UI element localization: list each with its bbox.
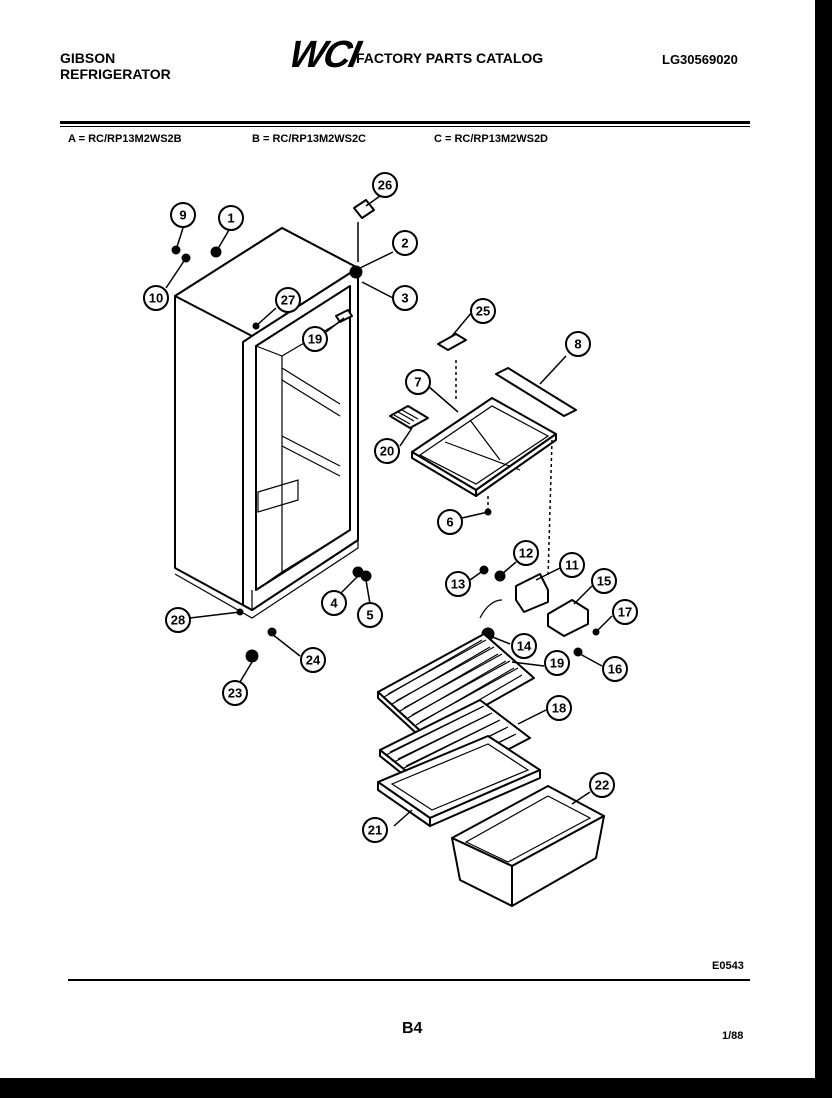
callout-24: 24 [300, 647, 326, 673]
callout-1: 1 [218, 205, 244, 231]
callout-7: 7 [405, 369, 431, 395]
svg-text:10: 10 [149, 291, 163, 306]
svg-text:2: 2 [401, 236, 408, 251]
wire-shelf-upper [377, 633, 535, 745]
catalog-title: FACTORY PARTS CATALOG [356, 50, 544, 66]
exploded-parts-diagram: 1 2 3 4 5 6 7 8 9 10 11 12 13 14 15 16 1… [143, 172, 638, 907]
svg-text:17: 17 [618, 605, 632, 620]
svg-text:13: 13 [451, 577, 465, 592]
callout-15: 15 [591, 568, 617, 594]
callout-12: 12 [513, 540, 539, 566]
svg-text:7: 7 [414, 375, 421, 390]
callout-16: 16 [602, 656, 628, 682]
refrigerator-cabinet [174, 227, 359, 619]
svg-text:16: 16 [608, 662, 622, 677]
svg-text:5: 5 [366, 608, 373, 623]
leader-lines [165, 195, 613, 827]
svg-text:23: 23 [228, 686, 242, 701]
callout-23: 23 [222, 680, 248, 706]
callout-9: 9 [170, 202, 196, 228]
callout-25: 25 [470, 298, 496, 324]
evaporator-tray [335, 199, 577, 497]
svg-text:8: 8 [574, 337, 581, 352]
svg-text:11: 11 [565, 558, 579, 573]
callout-14: 14 [511, 633, 537, 659]
svg-text:3: 3 [401, 291, 408, 306]
svg-text:4: 4 [330, 596, 338, 611]
catalog-date: 1/88 [722, 1030, 744, 1042]
callout-2: 2 [392, 230, 418, 256]
model-c: C = RC/RP13M2WS2D [434, 133, 549, 145]
callout-3: 3 [392, 285, 418, 311]
svg-text:9: 9 [179, 208, 186, 223]
svg-text:28: 28 [171, 613, 185, 628]
callout-27: 27 [275, 287, 301, 313]
svg-text:19: 19 [308, 332, 322, 347]
callout-11: 11 [559, 552, 585, 578]
callout-18: 18 [546, 695, 572, 721]
callout-4: 4 [321, 590, 347, 616]
svg-text:24: 24 [306, 653, 321, 668]
svg-text:20: 20 [380, 444, 394, 459]
callout-19-cabinet: 19 [302, 326, 328, 352]
svg-text:12: 12 [519, 546, 533, 561]
svg-text:18: 18 [552, 701, 566, 716]
drawing-code: E0543 [712, 960, 744, 972]
callout-26: 26 [372, 172, 398, 198]
callout-22: 22 [589, 772, 615, 798]
svg-text:27: 27 [281, 293, 295, 308]
callout-21: 21 [362, 817, 388, 843]
product-label: REFRIGERATOR [60, 66, 171, 82]
parts-catalog-page: GIBSON REFRIGERATOR WCI FACTORY PARTS CA… [0, 0, 815, 1078]
header-rule-top [60, 121, 750, 124]
model-b: B = RC/RP13M2WS2C [252, 133, 367, 145]
callout-5: 5 [357, 602, 383, 628]
callout-8: 8 [565, 331, 591, 357]
svg-text:6: 6 [446, 515, 453, 530]
svg-text:21: 21 [368, 823, 382, 838]
crisper-drawer [451, 785, 605, 907]
catalog-code: LG30569020 [662, 52, 738, 67]
control-parts [171, 245, 600, 663]
callout-20: 20 [374, 438, 400, 464]
callout-28: 28 [165, 607, 191, 633]
svg-text:26: 26 [378, 178, 392, 193]
svg-text:19: 19 [550, 656, 564, 671]
page-number: B4 [402, 1020, 423, 1037]
callout-13: 13 [445, 571, 471, 597]
svg-text:15: 15 [597, 574, 611, 589]
footer-rule [68, 979, 750, 981]
svg-text:25: 25 [476, 304, 490, 319]
svg-text:1: 1 [227, 211, 234, 226]
crisper-cover [377, 735, 541, 827]
model-a: A = RC/RP13M2WS2B [68, 133, 182, 145]
callout-10: 10 [143, 285, 169, 311]
header-rule-bottom [60, 126, 750, 127]
svg-text:22: 22 [595, 778, 609, 793]
callout-19-shelf: 19 [544, 650, 570, 676]
callout-6: 6 [437, 509, 463, 535]
callout-17: 17 [612, 599, 638, 625]
svg-text:14: 14 [517, 639, 532, 654]
brand-label: GIBSON [60, 50, 116, 66]
